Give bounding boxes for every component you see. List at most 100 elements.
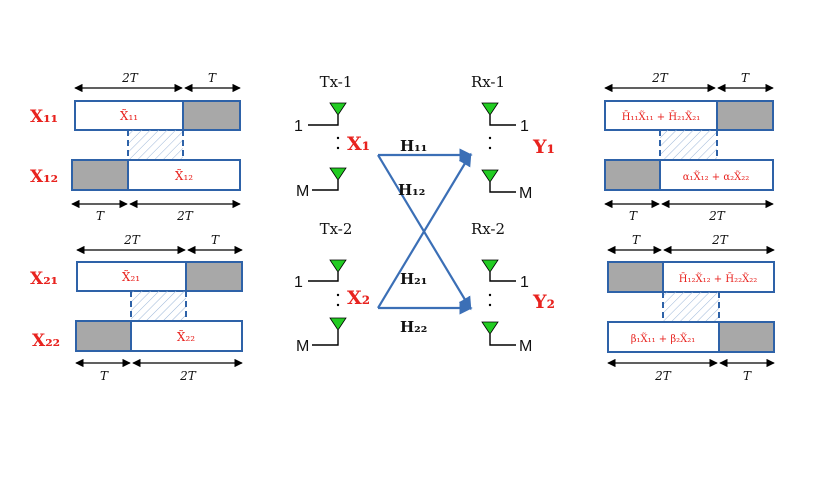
dim-label: 2T bbox=[179, 369, 197, 383]
signal-label: X₂₂ bbox=[32, 331, 60, 351]
hatch-region bbox=[128, 130, 183, 160]
signal-label: X₁₂ bbox=[30, 167, 58, 187]
tx-1-array: Tx-1 1 M X₁ bbox=[294, 73, 370, 200]
antenna-index: M bbox=[519, 185, 532, 202]
antenna-feed bbox=[312, 330, 339, 346]
ellipsis-dot bbox=[488, 293, 492, 297]
dim-label: 2T bbox=[123, 233, 141, 247]
antenna-index: 1 bbox=[520, 274, 529, 291]
dim-label: T bbox=[741, 71, 750, 85]
hatch-region bbox=[663, 292, 719, 322]
slot-box bbox=[607, 321, 720, 353]
right-group-2: T 2T H̄₁₂X̃₁₂ + H̄₂₂X̃₂₂ β₁X̃₁₁ + β₂X̃₂₁… bbox=[607, 233, 775, 383]
hatch-region bbox=[131, 291, 186, 321]
channel-label-h11: H₁₁ bbox=[400, 137, 427, 155]
left-group-1: 2T T X₁₁ X̃₁₁ X₁₂ X̃₁₂ T 2T bbox=[30, 71, 241, 223]
antenna-index: 1 bbox=[294, 118, 303, 135]
rx-1-array: Rx-1 1 M Y₁ bbox=[471, 73, 555, 202]
ellipsis-dot bbox=[336, 146, 340, 150]
rx-2-array: Rx-2 1 M Y₂ bbox=[471, 220, 555, 355]
slot-content: α₁X̃₁₂ + α₂X̃₂₂ bbox=[683, 171, 750, 183]
ellipsis-dot bbox=[488, 303, 492, 307]
rx-2-title: Rx-2 bbox=[471, 220, 505, 238]
dim-label: T bbox=[96, 209, 105, 223]
rx-signal: Y₂ bbox=[532, 291, 555, 313]
hatch-region bbox=[660, 130, 717, 160]
antenna-feed bbox=[308, 115, 339, 126]
antenna-icon bbox=[329, 259, 347, 273]
ellipsis-dot bbox=[488, 146, 492, 150]
rx-1-title: Rx-1 bbox=[471, 73, 505, 91]
slot-gray bbox=[185, 261, 243, 292]
dim-label: T bbox=[208, 71, 217, 85]
tx-signal: X₁ bbox=[347, 133, 370, 155]
tx-1-title: Tx-1 bbox=[320, 73, 353, 91]
slot-gray bbox=[607, 261, 664, 293]
channel-label-h12: H₁₂ bbox=[398, 181, 425, 199]
slot-gray bbox=[718, 321, 775, 353]
slot-gray bbox=[71, 159, 129, 191]
tx-signal: X₂ bbox=[347, 287, 370, 309]
antenna-feed bbox=[489, 115, 516, 126]
ellipsis-dot bbox=[336, 136, 340, 140]
channel-paths: H₁₁ H₁₂ H₂₁ H₂₂ bbox=[377, 137, 473, 336]
signal-label: X₁₁ bbox=[30, 107, 58, 127]
channel-arrow-h21 bbox=[377, 152, 472, 309]
dim-label: T bbox=[632, 233, 641, 247]
antenna-feed bbox=[489, 182, 516, 193]
antenna-index: M bbox=[296, 183, 309, 200]
dim-label: 2T bbox=[176, 209, 194, 223]
dim-label: T bbox=[743, 369, 752, 383]
slot-box bbox=[130, 320, 243, 352]
signal-label: X₂₁ bbox=[30, 269, 58, 289]
antenna-icon bbox=[481, 321, 499, 335]
left-group-2: 2T T X₂₁ X̃₂₁ X₂₂ X̃₂₂ T 2T bbox=[30, 233, 243, 383]
dim-label: 2T bbox=[651, 71, 669, 85]
antenna-index: 1 bbox=[520, 118, 529, 135]
ellipsis-dot bbox=[336, 303, 340, 307]
slot-content: H̄₁₁X̃₁₁ + H̄₂₁X̃₂₁ bbox=[622, 111, 701, 123]
ellipsis-dot bbox=[336, 293, 340, 297]
antenna-index: 1 bbox=[294, 274, 303, 291]
ellipsis-dot bbox=[488, 136, 492, 140]
dim-label: T bbox=[100, 369, 109, 383]
antenna-feed bbox=[312, 180, 339, 191]
slot-content: H̄₁₂X̃₁₂ + H̄₂₂X̃₂₂ bbox=[679, 273, 758, 285]
right-group-1: 2T T H̄₁₁X̃₁₁ + H̄₂₁X̃₂₁ α₁X̃₁₂ + α₂X̃₂₂… bbox=[604, 71, 774, 223]
dim-label: 2T bbox=[708, 209, 726, 223]
dim-label: 2T bbox=[654, 369, 672, 383]
dim-label: T bbox=[629, 209, 638, 223]
slot-box bbox=[659, 159, 774, 191]
antenna-feed bbox=[489, 272, 516, 282]
dim-label: T bbox=[211, 233, 220, 247]
rx-signal: Y₁ bbox=[532, 136, 555, 158]
tx-2-title: Tx-2 bbox=[320, 220, 353, 238]
antenna-feed bbox=[308, 272, 339, 282]
slot-content: X̃₂₂ bbox=[177, 329, 195, 344]
antenna-icon bbox=[329, 102, 347, 116]
antenna-feed bbox=[489, 334, 516, 346]
channel-label-h22: H₂₂ bbox=[400, 318, 427, 336]
channel-label-h21: H₂₁ bbox=[400, 270, 427, 288]
dim-label: 2T bbox=[121, 71, 139, 85]
slot-gray bbox=[716, 100, 774, 131]
antenna-icon bbox=[481, 102, 499, 116]
slot-content: X̃₂₁ bbox=[122, 269, 140, 284]
antenna-icon bbox=[481, 259, 499, 273]
slot-gray bbox=[604, 159, 661, 191]
tx-2-array: Tx-2 1 M X₂ bbox=[294, 220, 370, 355]
slot-box bbox=[662, 261, 775, 293]
slot-gray bbox=[75, 320, 132, 352]
slot-content: X̃₁₁ bbox=[120, 108, 138, 123]
dim-label: 2T bbox=[711, 233, 729, 247]
antenna-index: M bbox=[296, 338, 309, 355]
slot-content: X̃₁₂ bbox=[175, 168, 193, 183]
antenna-icon bbox=[329, 167, 347, 181]
antenna-icon bbox=[329, 317, 347, 331]
slot-box bbox=[127, 159, 241, 191]
slot-content: β₁X̃₁₁ + β₂X̃₂₁ bbox=[631, 333, 696, 345]
antenna-index: M bbox=[519, 338, 532, 355]
antenna-icon bbox=[481, 169, 499, 183]
slot-gray bbox=[182, 100, 241, 131]
